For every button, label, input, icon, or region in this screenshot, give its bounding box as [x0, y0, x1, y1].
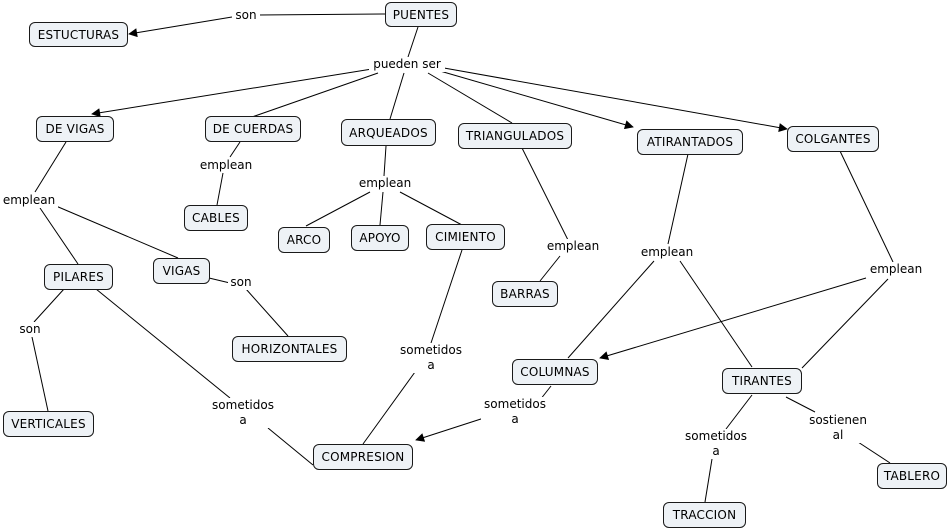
- connector: [39, 207, 79, 265]
- concept-puentes[interactable]: PUENTES: [385, 2, 457, 27]
- connector: [245, 288, 289, 337]
- link-son-pilares: son: [17, 322, 43, 337]
- connector: [443, 67, 788, 133]
- connector: [679, 260, 753, 368]
- connector: [539, 255, 561, 282]
- connector: [379, 191, 384, 226]
- connector: [399, 191, 463, 226]
- connector: [599, 277, 867, 360]
- connector: [305, 191, 371, 227]
- concept-atirantados[interactable]: ATIRANTADOS: [637, 129, 743, 155]
- connector: [251, 72, 379, 118]
- connector: [389, 72, 405, 120]
- link-sostienen-al: sostienen al: [805, 413, 871, 443]
- concept-cables[interactable]: CABLES: [184, 205, 248, 231]
- concept-estucturas[interactable]: ESTUCTURAS: [29, 22, 128, 47]
- concept-barras[interactable]: BARRAS: [492, 281, 558, 307]
- concept-cimiento[interactable]: CIMIENTO: [426, 224, 505, 250]
- concept-de-vigas[interactable]: DE VIGAS: [36, 116, 114, 142]
- link-son-vigas: son: [228, 275, 254, 290]
- connector: [667, 153, 689, 245]
- connector: [128, 16, 233, 38]
- concept-tablero[interactable]: TABLERO: [877, 463, 947, 489]
- concept-horizontales[interactable]: HORIZONTALES: [232, 336, 347, 362]
- link-sometidos-cimiento: sometidos a: [397, 343, 465, 373]
- connector: [208, 277, 231, 284]
- connector: [567, 260, 655, 359]
- connector: [91, 68, 373, 118]
- concept-columnas[interactable]: COLUMNAS: [512, 359, 598, 385]
- connector: [439, 70, 634, 130]
- connector: [216, 172, 224, 206]
- concept-colgantes[interactable]: COLGANTES: [787, 126, 879, 152]
- connector: [31, 336, 49, 412]
- concept-verticales[interactable]: VERTICALES: [3, 411, 94, 437]
- link-sometidos-columnas: sometidos a: [481, 397, 549, 427]
- connector: [55, 205, 179, 259]
- connector: [857, 441, 891, 464]
- concept-vigas[interactable]: VIGAS: [153, 258, 210, 284]
- connector: [725, 394, 753, 430]
- connector: [229, 141, 241, 158]
- link-emplean-colgantes: emplean: [867, 262, 925, 277]
- connector: [839, 150, 894, 263]
- connector: [521, 147, 569, 241]
- link-emplean-cuerdas: emplean: [197, 158, 255, 173]
- concept-apoyo[interactable]: APOYO: [351, 225, 409, 251]
- concept-tirantes[interactable]: TIRANTES: [722, 368, 802, 394]
- link-sometidos-pilares: sometidos a: [209, 398, 277, 428]
- concept-de-cuerdas[interactable]: DE CUERDAS: [205, 116, 301, 142]
- connector: [407, 26, 419, 58]
- connector: [430, 249, 463, 344]
- connector: [801, 278, 889, 369]
- link-emplean-atirantados: emplean: [638, 245, 696, 260]
- concept-compresion[interactable]: COMPRESION: [313, 444, 413, 470]
- connector: [257, 13, 387, 16]
- connector: [267, 427, 314, 466]
- link-emplean-triangulados: emplean: [544, 239, 602, 254]
- connector: [362, 371, 416, 445]
- concept-triangulados[interactable]: TRIANGULADOS: [458, 123, 572, 149]
- connector: [95, 288, 231, 399]
- link-son-estucturas: son: [232, 8, 260, 23]
- connector: [427, 72, 513, 124]
- link-emplean-arqueados: emplean: [356, 176, 414, 191]
- concept-traccion[interactable]: TRACCION: [663, 502, 746, 528]
- concept-pilares[interactable]: PILARES: [44, 264, 113, 290]
- link-emplean-vigas: emplean: [0, 193, 58, 208]
- connector: [785, 396, 816, 413]
- connector: [383, 145, 387, 177]
- connector: [33, 288, 65, 323]
- concept-arqueados[interactable]: ARQUEADOS: [341, 119, 436, 146]
- connector: [704, 458, 713, 503]
- concept-arco[interactable]: ARCO: [278, 227, 330, 253]
- link-pueden-ser: pueden ser: [369, 57, 445, 72]
- connector: [34, 141, 67, 193]
- connector: [415, 417, 485, 442]
- link-sometidos-tirantes: sometidos a: [682, 429, 750, 459]
